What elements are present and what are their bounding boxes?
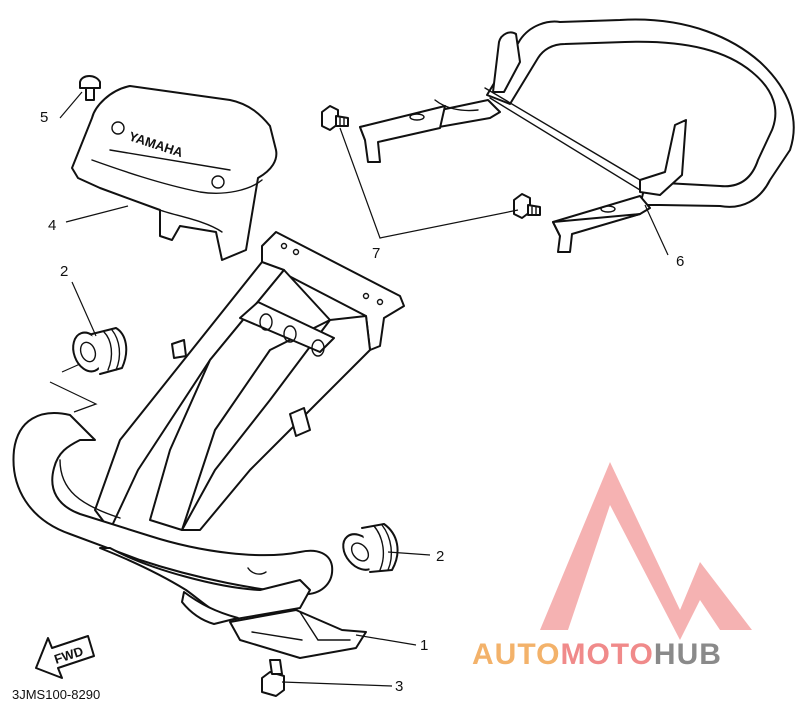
watermark-moto: MOTO (560, 638, 653, 671)
callout-5: 5 (40, 109, 48, 126)
skid-plate-part-1 (229, 609, 367, 659)
forward-arrow-icon: FWD (35, 635, 95, 679)
bolt-part-7-upper (321, 105, 349, 131)
yamaha-cover-part-4: YAMAHA (71, 85, 278, 261)
callout-7: 7 (372, 245, 380, 262)
callout-1: 1 (420, 637, 428, 654)
callout-2-right: 2 (436, 548, 444, 565)
rear-bracket-guard-part-6 (359, 18, 795, 253)
grommet-part-2-left (72, 327, 128, 375)
leader-lines (49, 91, 669, 687)
grommet-part-2-right (342, 523, 399, 573)
front-guard-frame (12, 231, 405, 625)
callout-labels: 5 4 2 2 1 3 7 6 (40, 109, 684, 695)
diagram-code: 3JMS100-8290 (12, 687, 100, 702)
callout-3: 3 (395, 678, 403, 695)
watermark-triangle-logo (540, 462, 752, 640)
watermark-hub: HUB (654, 638, 722, 671)
callout-6: 6 (676, 253, 684, 270)
callout-2-left: 2 (60, 263, 68, 280)
bolt-part-3 (261, 659, 285, 697)
bolt-part-7-lower (513, 193, 541, 219)
screw-part-5 (79, 75, 101, 101)
callout-4: 4 (48, 217, 56, 234)
watermark-text: AUTOMOTOHUB (472, 638, 722, 671)
svg-text:AUTOMOTOHUB: AUTOMOTOHUB (472, 638, 722, 671)
watermark-auto: AUTO (472, 638, 560, 671)
